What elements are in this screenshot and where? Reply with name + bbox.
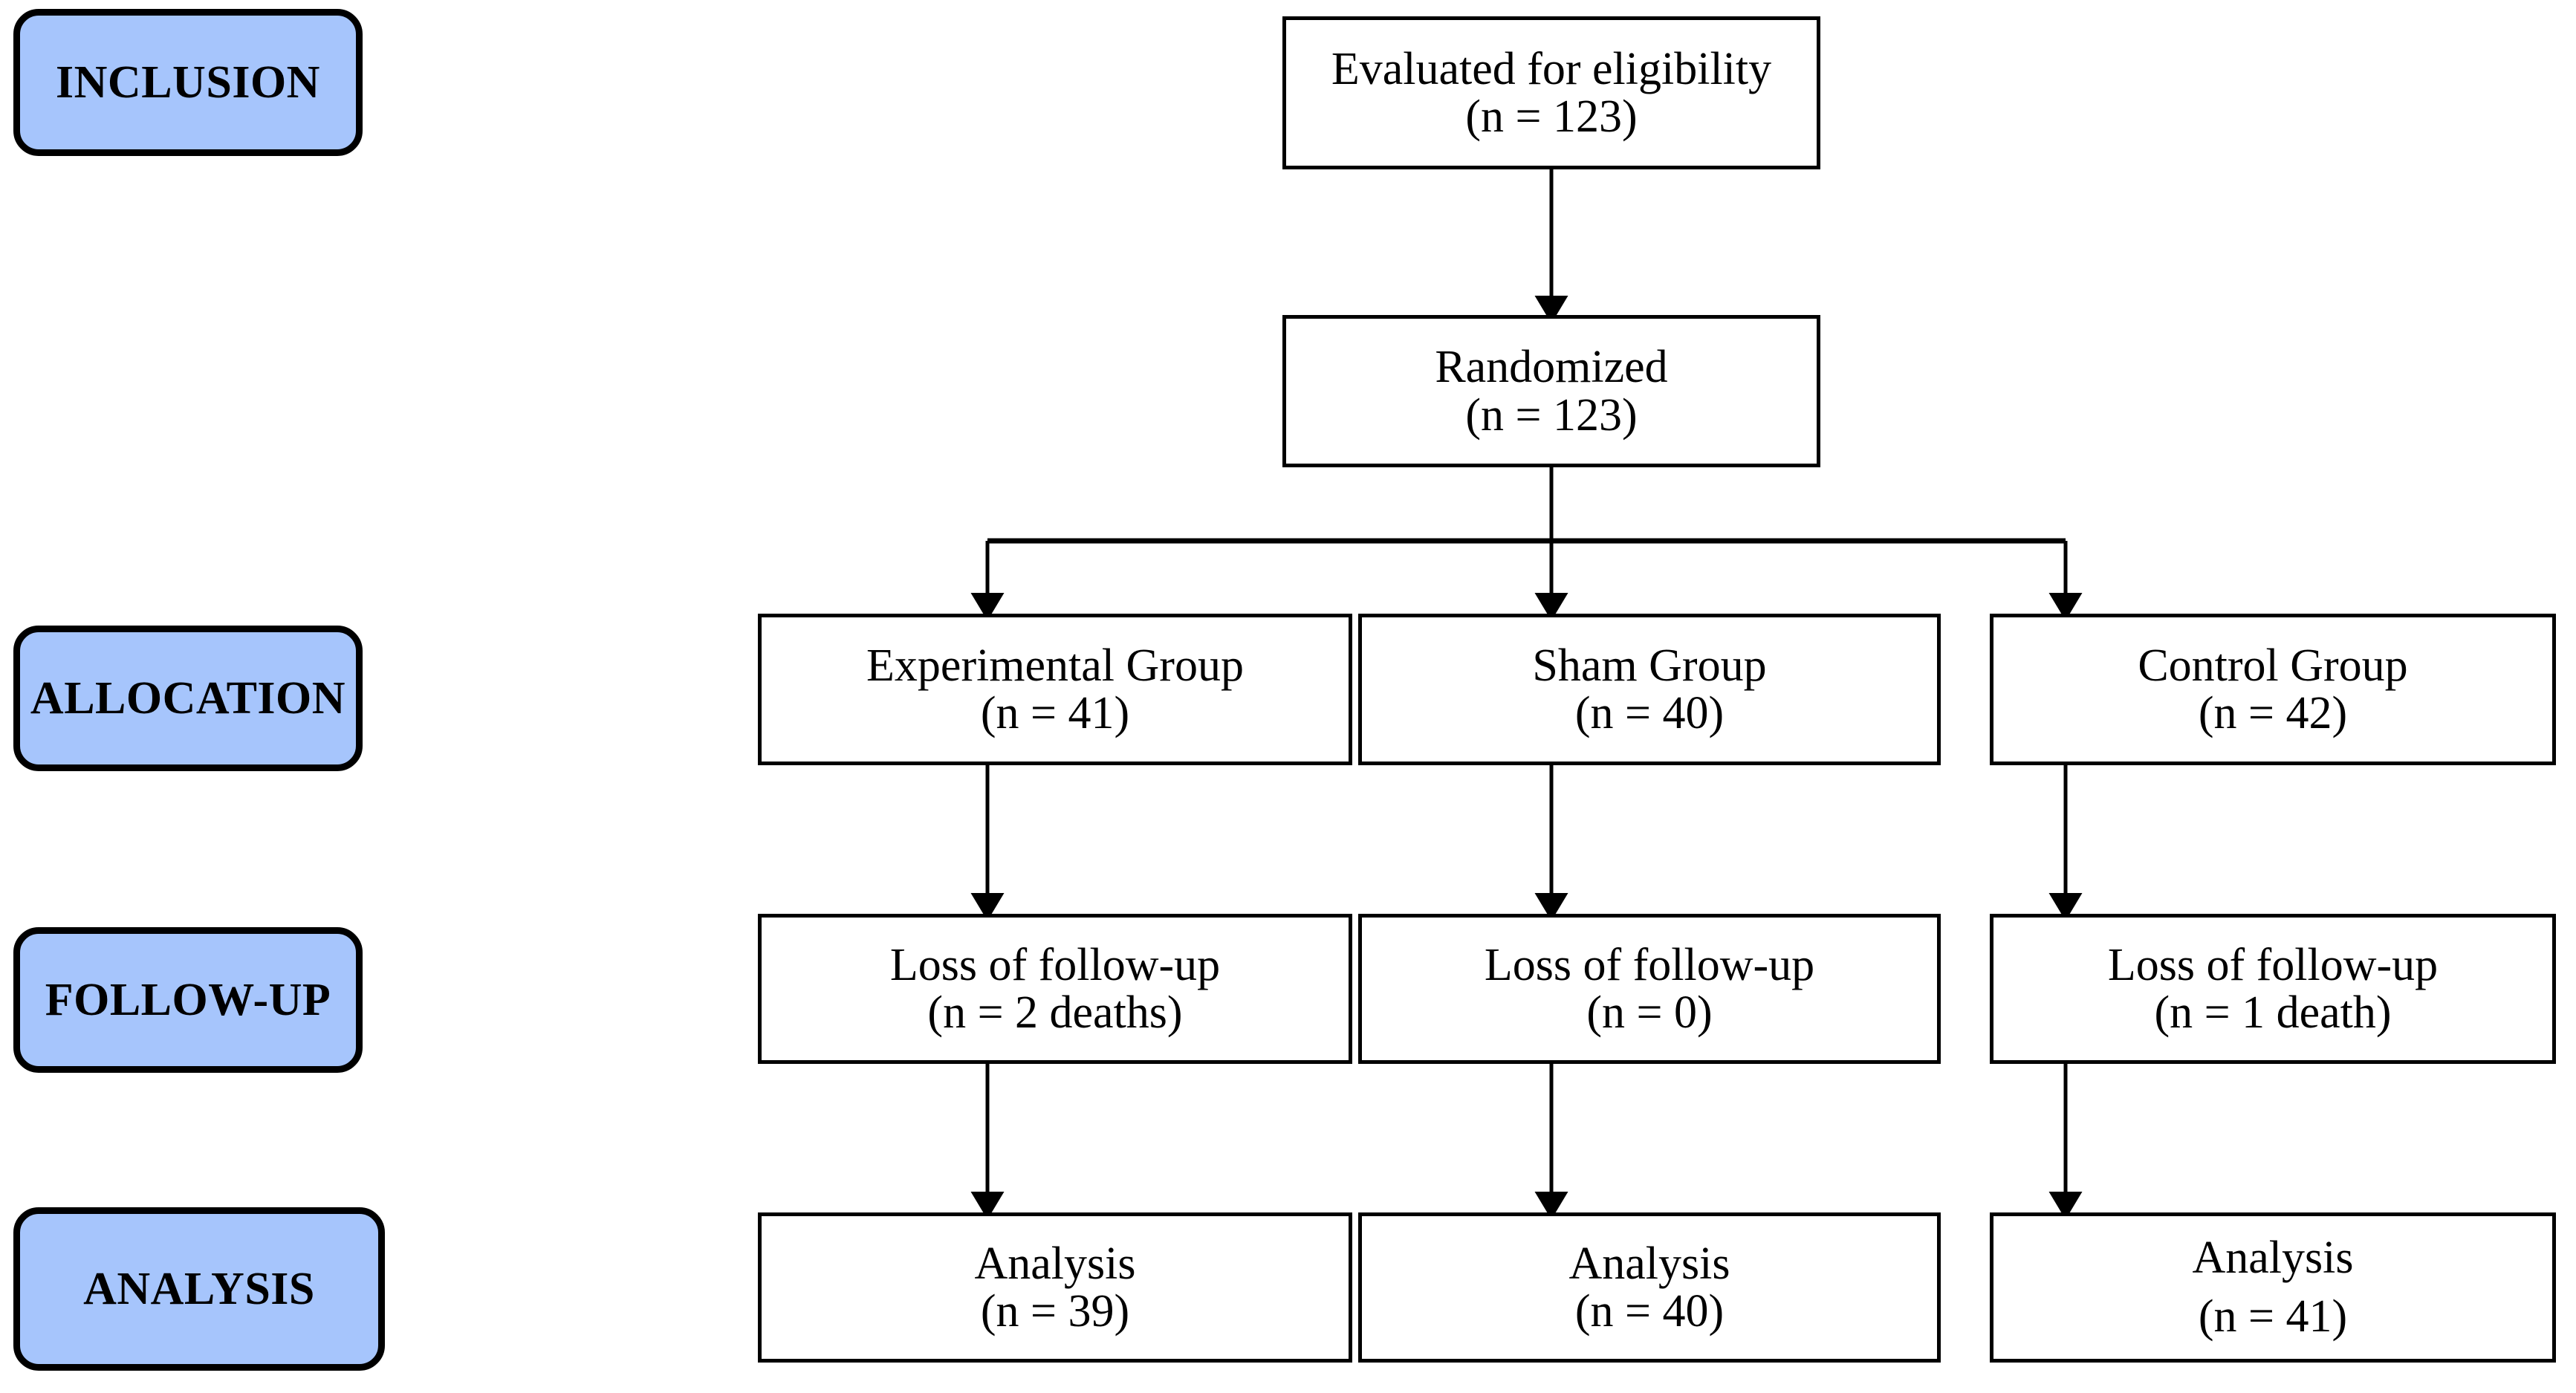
box-evaluated-for-eligibility: Evaluated for eligibility (n = 123) — [1282, 16, 1820, 169]
box-loss-followup-control: Loss of follow-up (n = 1 death) — [1990, 914, 2556, 1064]
stage-label-analysis: ANALYSIS — [13, 1207, 385, 1371]
box-control-group: Control Group (n = 42) — [1990, 614, 2556, 765]
stage-label-followup-text: FOLLOW-UP — [45, 975, 331, 1025]
stage-label-inclusion: INCLUSION — [13, 9, 363, 156]
box-analysis-experimental-line2: (n = 39) — [980, 1286, 1130, 1337]
box-evaluated-line1: Evaluated for eligibility — [1331, 43, 1772, 94]
box-control-group-line2: (n = 42) — [2198, 688, 2348, 738]
box-experimental-group-line1: Experimental Group — [866, 640, 1244, 691]
box-randomized: Randomized (n = 123) — [1282, 315, 1820, 467]
box-loss-followup-experimental-line2: (n = 2 deaths) — [927, 987, 1183, 1038]
box-sham-group: Sham Group (n = 40) — [1358, 614, 1941, 765]
box-loss-followup-sham-line1: Loss of follow-up — [1484, 939, 1815, 990]
box-evaluated-line2: (n = 123) — [1465, 91, 1638, 142]
stage-label-allocation: ALLOCATION — [13, 626, 363, 771]
stage-label-followup: FOLLOW-UP — [13, 927, 363, 1073]
box-loss-followup-experimental: Loss of follow-up (n = 2 deaths) — [758, 914, 1352, 1064]
box-experimental-group: Experimental Group (n = 41) — [758, 614, 1352, 765]
box-control-group-line1: Control Group — [2138, 640, 2408, 691]
box-randomized-line1: Randomized — [1435, 342, 1668, 393]
stage-label-analysis-text: ANALYSIS — [83, 1264, 315, 1314]
box-experimental-group-line2: (n = 41) — [980, 688, 1130, 738]
stage-label-allocation-text: ALLOCATION — [30, 673, 346, 724]
box-analysis-experimental: Analysis (n = 39) — [758, 1212, 1352, 1363]
box-analysis-sham-line1: Analysis — [1568, 1238, 1730, 1289]
box-analysis-sham-line2: (n = 40) — [1574, 1286, 1725, 1337]
box-analysis-experimental-line1: Analysis — [974, 1238, 1136, 1289]
box-loss-followup-experimental-line1: Loss of follow-up — [889, 939, 1221, 990]
stage-label-inclusion-text: INCLUSION — [56, 57, 320, 108]
box-analysis-sham: Analysis (n = 40) — [1358, 1212, 1941, 1363]
box-loss-followup-sham: Loss of follow-up (n = 0) — [1358, 914, 1941, 1064]
box-randomized-line2: (n = 123) — [1465, 389, 1638, 441]
box-analysis-control: Analysis (n = 41) — [1990, 1212, 2556, 1363]
box-sham-group-line1: Sham Group — [1532, 640, 1767, 691]
box-analysis-control-line2: (n = 41) — [2198, 1291, 2348, 1342]
box-analysis-control-line1: Analysis — [2192, 1232, 2354, 1283]
box-sham-group-line2: (n = 40) — [1574, 688, 1725, 738]
box-loss-followup-control-line1: Loss of follow-up — [2107, 939, 2439, 990]
box-loss-followup-sham-line2: (n = 0) — [1586, 987, 1713, 1038]
box-loss-followup-control-line2: (n = 1 death) — [2154, 987, 2392, 1038]
